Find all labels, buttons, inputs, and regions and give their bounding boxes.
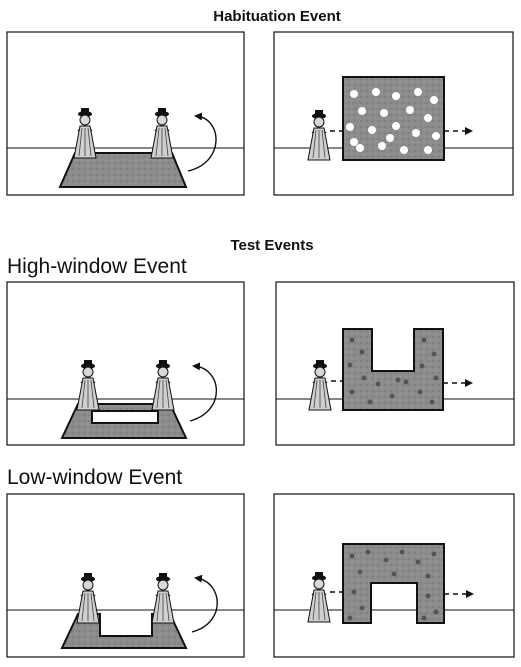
habituation-title: Habituation Event [213,8,341,25]
screen-front-view [342,328,444,411]
curved-arrow-icon [187,112,217,172]
screen-side-view [60,403,188,439]
low-window-right-panel [273,493,515,658]
curved-arrow-icon [191,574,218,633]
white-dots [346,88,440,154]
low-window-left-panel [6,493,245,658]
habituation-right-panel [273,31,514,196]
high-window-title: High-window Event [7,255,187,278]
curved-arrow-icon [189,362,217,422]
screen-side-view [58,152,188,188]
test-events-title: Test Events [230,237,313,254]
habituation-left-panel [6,31,245,196]
gray-dots [347,337,439,405]
high-window-right-panel [275,281,515,446]
high-window-left-panel [6,281,245,446]
low-window-title: Low-window Event [7,466,182,489]
gray-dots [347,549,439,621]
